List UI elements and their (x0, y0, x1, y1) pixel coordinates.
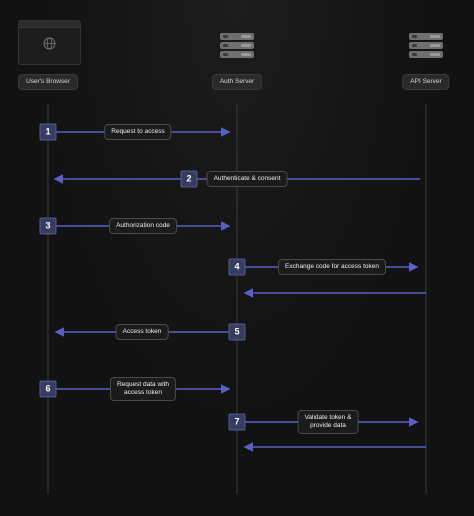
server-rack-unit (409, 51, 443, 58)
step-label-3: Authorization code (109, 218, 177, 234)
globe-icon (43, 37, 56, 50)
step-label-6-line2: access token (124, 389, 162, 396)
step-badge-5: 5 (228, 323, 246, 341)
step-badge-1: 1 (39, 123, 57, 141)
step-badge-6: 6 (39, 380, 57, 398)
step-label-6: Request data with access token (109, 377, 177, 401)
step-label-1: Request to access (104, 124, 172, 140)
actor-label-browser: User's Browser (18, 74, 78, 90)
step-label-7-line2: provide data (310, 422, 346, 429)
actor-label-auth: Auth Server (211, 74, 263, 90)
server-rack-unit (409, 33, 443, 40)
step-label-5: Access token (115, 324, 169, 340)
server-rack-unit (409, 42, 443, 49)
api-server-icon (409, 33, 443, 60)
browser-window-icon (18, 20, 81, 65)
actor-label-api: API Server (402, 74, 450, 90)
server-rack-unit (220, 42, 254, 49)
browser-titlebar (19, 21, 80, 28)
step-label-2: Authenticate & consent (206, 171, 288, 187)
auth-server-icon (220, 33, 254, 60)
step-label-7: Validate token & provide data (297, 410, 359, 434)
step-badge-2: 2 (180, 170, 198, 188)
step-label-7-line1: Validate token & (304, 414, 352, 421)
step-label-4: Exchange code for access token (278, 259, 386, 275)
step-badge-3: 3 (39, 217, 57, 235)
server-rack-unit (220, 51, 254, 58)
step-badge-4: 4 (228, 258, 246, 276)
step-label-6-line1: Request data with (116, 381, 170, 388)
server-rack-unit (220, 33, 254, 40)
step-badge-7: 7 (228, 413, 246, 431)
